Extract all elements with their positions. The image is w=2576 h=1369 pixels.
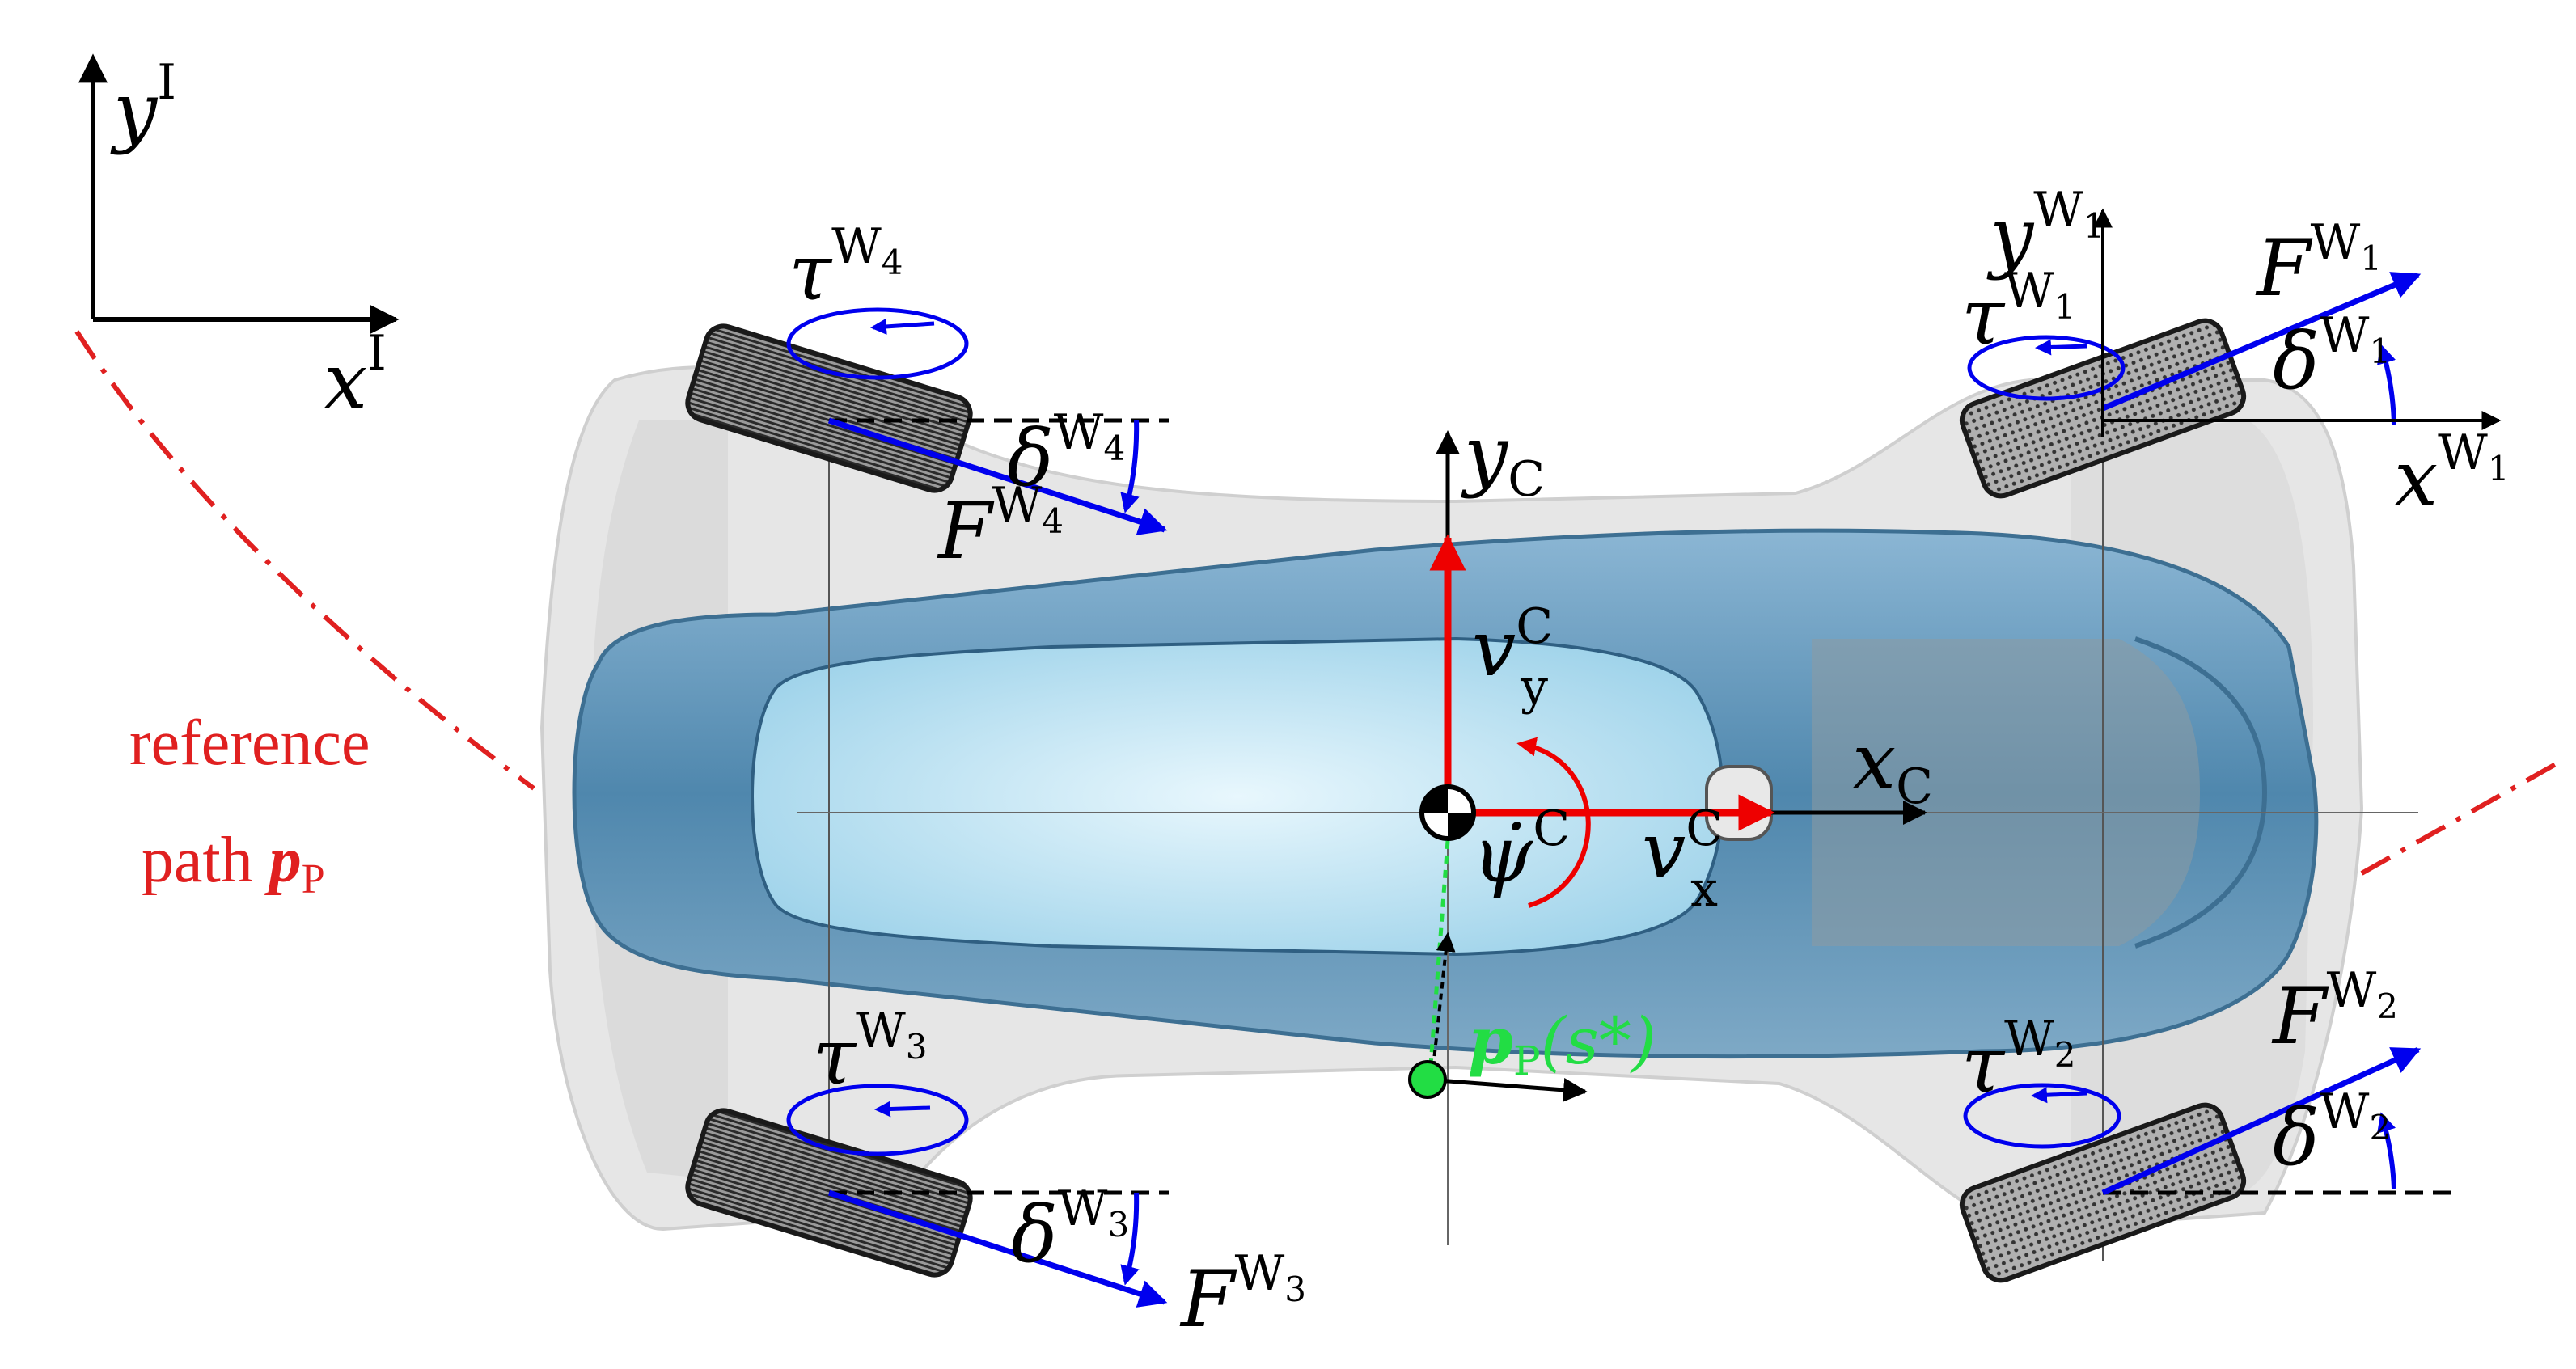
car-velocities (1429, 534, 1775, 908)
steer-label-w4: δW4 (1007, 404, 1125, 504)
projection-marker-icon (1408, 1060, 1447, 1099)
force-arrow-w3 (827, 1189, 1168, 1308)
steer-label-w3: δW3 (1011, 1181, 1129, 1280)
projection-point-label: pP(s*) (1468, 1003, 1656, 1084)
steer-label-w2: δW2 (2273, 1084, 2391, 1183)
force-label-w3: FW3 (1179, 1245, 1306, 1345)
projection-point (1408, 840, 1588, 1102)
x-label-w1: xW1 (2394, 425, 2510, 524)
steer-arc-w3 (1120, 1192, 1140, 1286)
wheel-4 (685, 323, 973, 493)
steer-arc-w2 (2377, 1112, 2396, 1189)
force-arrow-w1 (2101, 272, 2422, 412)
wheel-torques (786, 307, 2126, 1156)
torque-ellipse-w2 (1963, 1083, 2121, 1149)
force-arrow-w4 (827, 417, 1168, 535)
yaw-rate-arc (1516, 737, 1591, 908)
inertial-x-label: xI (324, 325, 387, 427)
inertial-frame (78, 53, 400, 334)
reference-path-label-line1: reference (129, 708, 370, 779)
torque-label-w1: τW1 (1961, 263, 2076, 362)
center-of-gravity-icon (1419, 784, 1476, 841)
force-label-w1: FW1 (2255, 214, 2382, 314)
wheel-forces (827, 272, 2422, 1308)
torque-ellipse-w4 (786, 307, 969, 380)
force-arrow-w2 (2101, 1046, 2422, 1196)
torque-label-w3: τW3 (813, 1003, 928, 1102)
car-y-label: yC (1461, 409, 1545, 508)
y-label-w1: yW1 (1986, 182, 2105, 281)
torque-label-w4: τW4 (789, 218, 903, 318)
torque-label-w2: τW2 (1961, 1011, 2076, 1110)
reference-path-line (74, 330, 2557, 876)
inertial-y-label: yI (110, 54, 176, 156)
steer-label-w1: δW1 (2273, 307, 2391, 407)
steer-reference-dashes (829, 418, 2455, 1195)
steer-arc-w4 (1120, 420, 1140, 513)
car-x-label: xC (1852, 716, 1933, 815)
force-label-w2: FW2 (2271, 962, 2398, 1062)
reference-path-label-line2: path pP (142, 825, 325, 902)
torque-ellipse-w3 (786, 1084, 969, 1156)
force-label-w4: FW4 (937, 477, 1064, 577)
wheel-1-frame (2093, 208, 2502, 437)
torque-ellipse-w1 (1967, 335, 2126, 401)
yaw-rate-label: ψ̇C (1472, 801, 1570, 900)
